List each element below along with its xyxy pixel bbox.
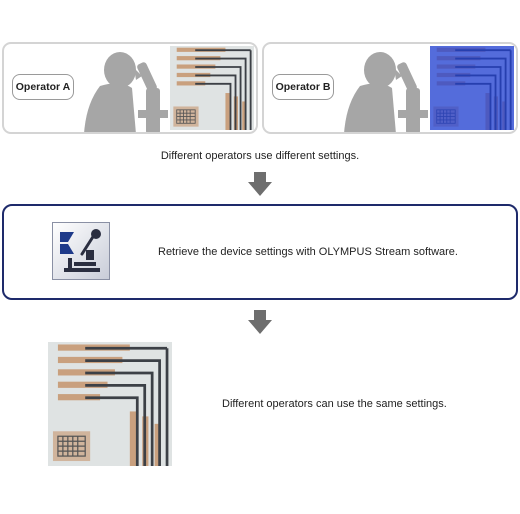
operator-silhouette-icon: [84, 52, 168, 132]
operator-b-label: Operator B: [272, 74, 334, 100]
same-settings-text: Different operators can use the same set…: [222, 398, 447, 410]
down-arrow-icon: [248, 172, 272, 196]
operator-a-sample-image: [170, 46, 254, 130]
olympus-stream-software-icon: [52, 222, 110, 280]
shared-settings-sample-image: [48, 342, 172, 466]
stream-software-box: Retrieve the device settings with OLYMPU…: [2, 204, 518, 300]
operator-b-panel: Operator B: [262, 42, 518, 134]
retrieve-settings-text: Retrieve the device settings with OLYMPU…: [158, 246, 458, 258]
operator-b-sample-image: [430, 46, 514, 130]
operator-silhouette-icon: [344, 52, 428, 132]
operator-a-label: Operator A: [12, 74, 74, 100]
operator-a-panel: Operator A: [2, 42, 258, 134]
different-settings-caption: Different operators use different settin…: [160, 150, 360, 162]
down-arrow-icon: [248, 310, 272, 334]
